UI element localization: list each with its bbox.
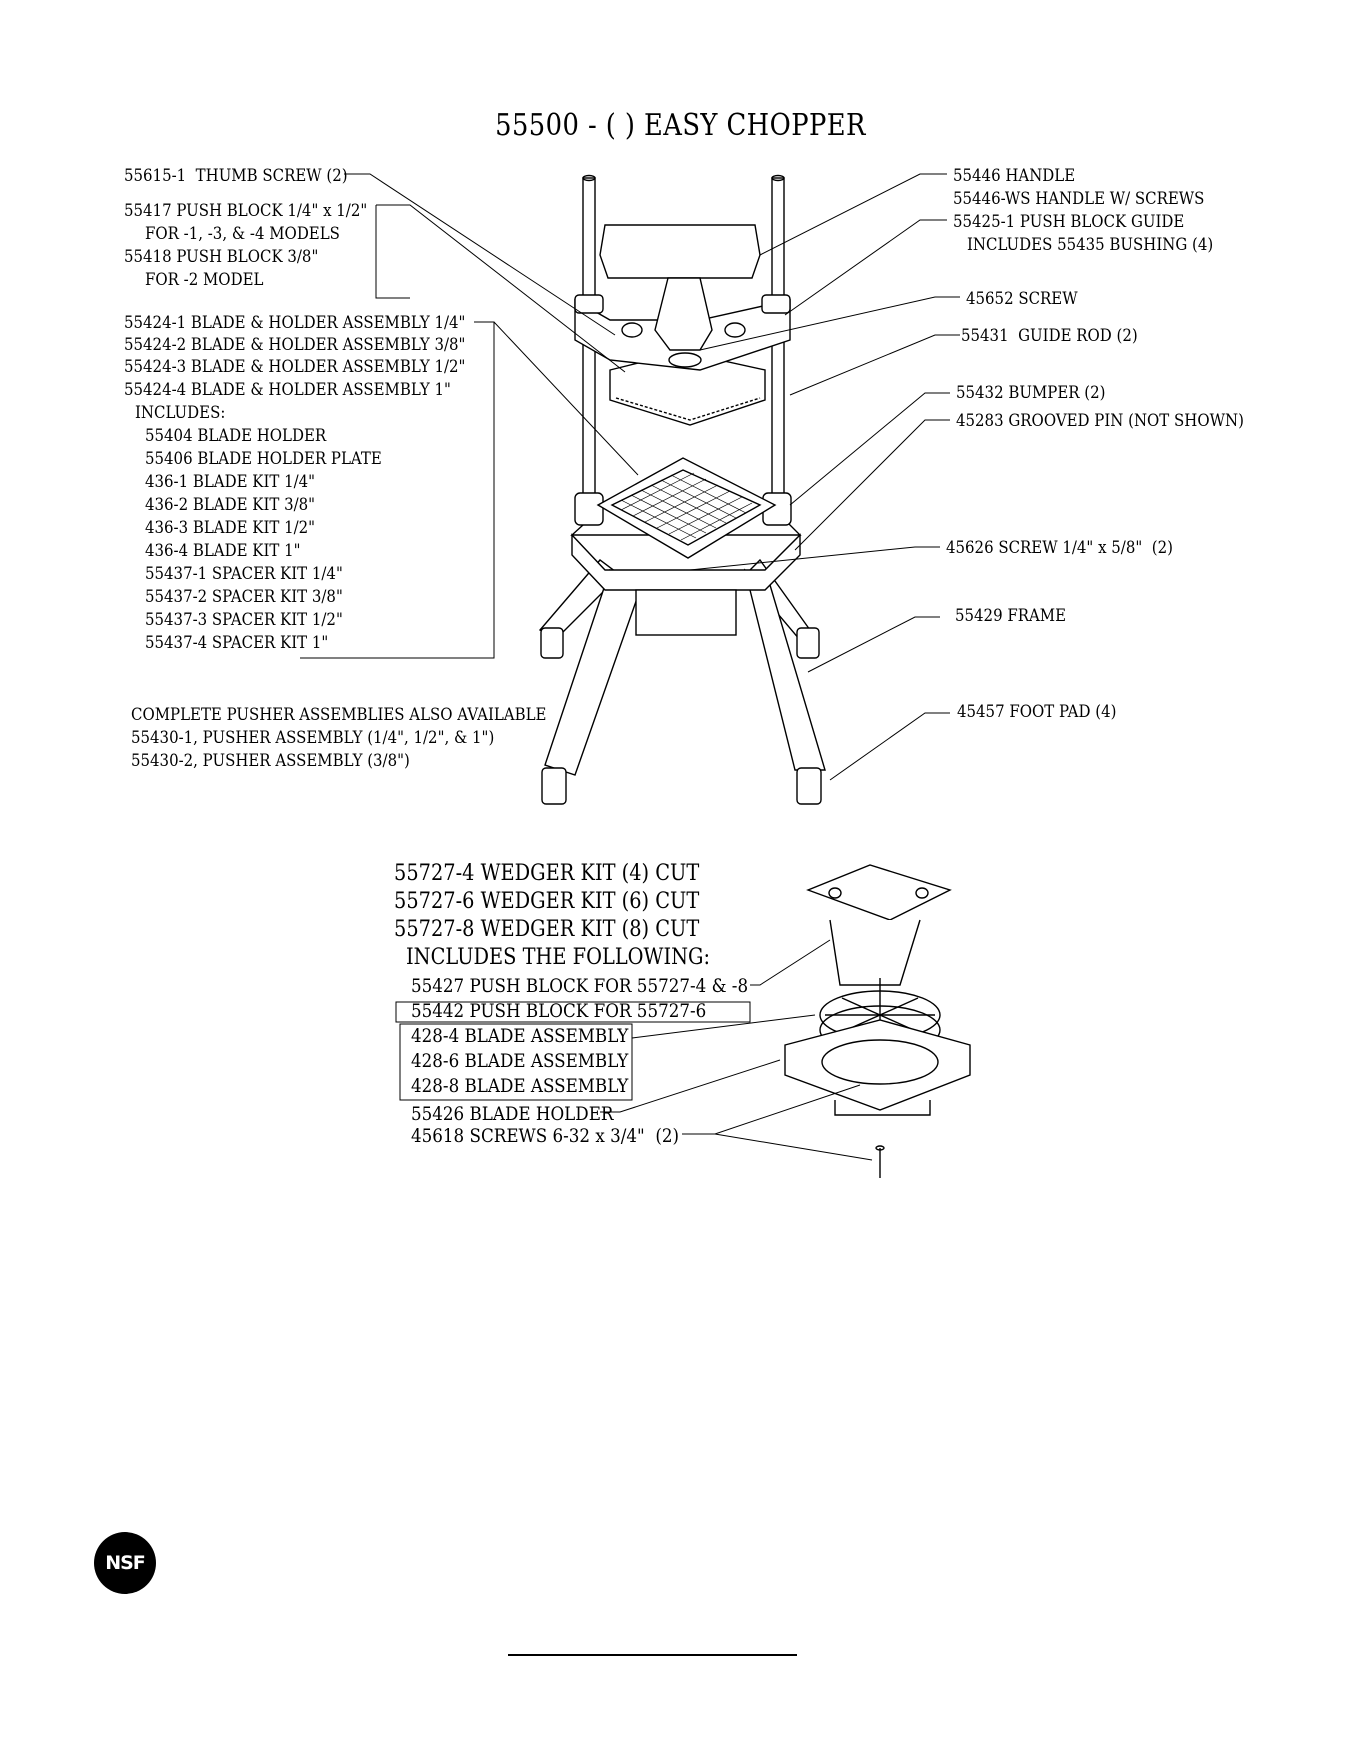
includes-item: 55437-2 SPACER KIT 3/8" (145, 587, 343, 607)
pusher-note-1: COMPLETE PUSHER ASSEMBLIES ALSO AVAILABL… (131, 705, 547, 725)
blade-holder-label-2: 55424-2 BLADE & HOLDER ASSEMBLY 3/8" (124, 335, 466, 355)
includes-label: INCLUDES: (135, 403, 226, 423)
blade-holder-assembly (596, 457, 777, 559)
bumper-label: 55432 BUMPER (2) (956, 383, 1106, 403)
foot-pad-label: 45457 FOOT PAD (4) (957, 702, 1117, 722)
blade-holder-label-4: 55424-4 BLADE & HOLDER ASSEMBLY 1" (124, 380, 451, 400)
blade-holder-label-1: 55424-1 BLADE & HOLDER ASSEMBLY 1/4" (124, 313, 466, 333)
thumb-screw-label: 55615-1 THUMB SCREW (2) (124, 166, 348, 186)
wedger-kit-6: 55727-6 WEDGER KIT (6) CUT (394, 889, 700, 914)
leader-lines (300, 173, 960, 781)
wedger-push-block (806, 864, 952, 986)
wedger-kit-4: 55727-4 WEDGER KIT (4) CUT (394, 861, 700, 886)
grooved-pin-label: 45283 GROOVED PIN (NOT SHOWN) (956, 411, 1244, 431)
wedger-push-block-6: 55442 PUSH BLOCK FOR 55727-6 (411, 1000, 707, 1022)
wedger-screw (875, 1145, 885, 1178)
includes-item: 436-4 BLADE KIT 1" (145, 541, 301, 561)
includes-item: 436-1 BLADE KIT 1/4" (145, 472, 316, 492)
pusher-note-3: 55430-2, PUSHER ASSEMBLY (3/8") (131, 751, 410, 771)
includes-item: 436-2 BLADE KIT 3/8" (145, 495, 316, 515)
includes-item: 55404 BLADE HOLDER (145, 426, 327, 446)
frame-label: 55429 FRAME (955, 606, 1067, 626)
bushing-label: INCLUDES 55435 BUSHING (4) (967, 235, 1214, 255)
pusher-note-2: 55430-1, PUSHER ASSEMBLY (1/4", 1/2", & … (131, 728, 495, 748)
includes-item: 55437-1 SPACER KIT 1/4" (145, 564, 343, 584)
wedger-blade-holder (784, 1019, 971, 1116)
push-block-quarter-label: 55417 PUSH BLOCK 1/4" x 1/2" (124, 201, 368, 221)
page-title: 55500 - ( ) EASY CHOPPER (495, 108, 866, 143)
push-guide-label: 55425-1 PUSH BLOCK GUIDE (953, 212, 1185, 232)
wedger-blade-assembly-4: 428-4 BLADE ASSEMBLY (411, 1025, 629, 1047)
blade-holder-label-3: 55424-3 BLADE & HOLDER ASSEMBLY 1/2" (124, 357, 466, 377)
wedger-blade-assembly-8: 428-8 BLADE ASSEMBLY (411, 1075, 629, 1097)
includes-item: 55406 BLADE HOLDER PLATE (145, 449, 382, 469)
wedger-blade-holder: 55426 BLADE HOLDER (411, 1103, 614, 1125)
foot-pads (540, 627, 822, 805)
includes-item: 55437-4 SPACER KIT 1" (145, 633, 329, 653)
for-model-2-label: FOR -2 MODEL (145, 270, 264, 290)
push-block-38-label: 55418 PUSH BLOCK 3/8" (124, 247, 319, 267)
wedger-blade-assembly (819, 978, 941, 1070)
handle-label: 55446 HANDLE (953, 166, 1076, 186)
wedger-blade-assembly-6: 428-6 BLADE ASSEMBLY (411, 1050, 629, 1072)
screw-quarter-label: 45626 SCREW 1/4" x 5/8" (2) (946, 538, 1173, 558)
wedger-kit-8: 55727-8 WEDGER KIT (8) CUT (394, 917, 700, 942)
screw-label: 45652 SCREW (966, 289, 1078, 309)
handle (599, 224, 761, 368)
nsf-logo: NSF (94, 1532, 156, 1594)
bumpers (574, 492, 792, 526)
handle-ws-label: 55446-WS HANDLE W/ SCREWS (953, 189, 1205, 209)
includes-item: 55437-3 SPACER KIT 1/2" (145, 610, 343, 630)
wedger-push-block-48: 55427 PUSH BLOCK FOR 55727-4 & -8 (411, 975, 749, 997)
wedger-includes: INCLUDES THE FOLLOWING: (406, 945, 711, 970)
guide-rod-label: 55431 GUIDE ROD (2) (961, 326, 1138, 346)
includes-item: 436-3 BLADE KIT 1/2" (145, 518, 316, 538)
wedger-screws: 45618 SCREWS 6-32 x 3/4" (2) (411, 1125, 680, 1147)
wedger-leader-lines (395, 939, 873, 1161)
for-models-label: FOR -1, -3, & -4 MODELS (145, 224, 340, 244)
